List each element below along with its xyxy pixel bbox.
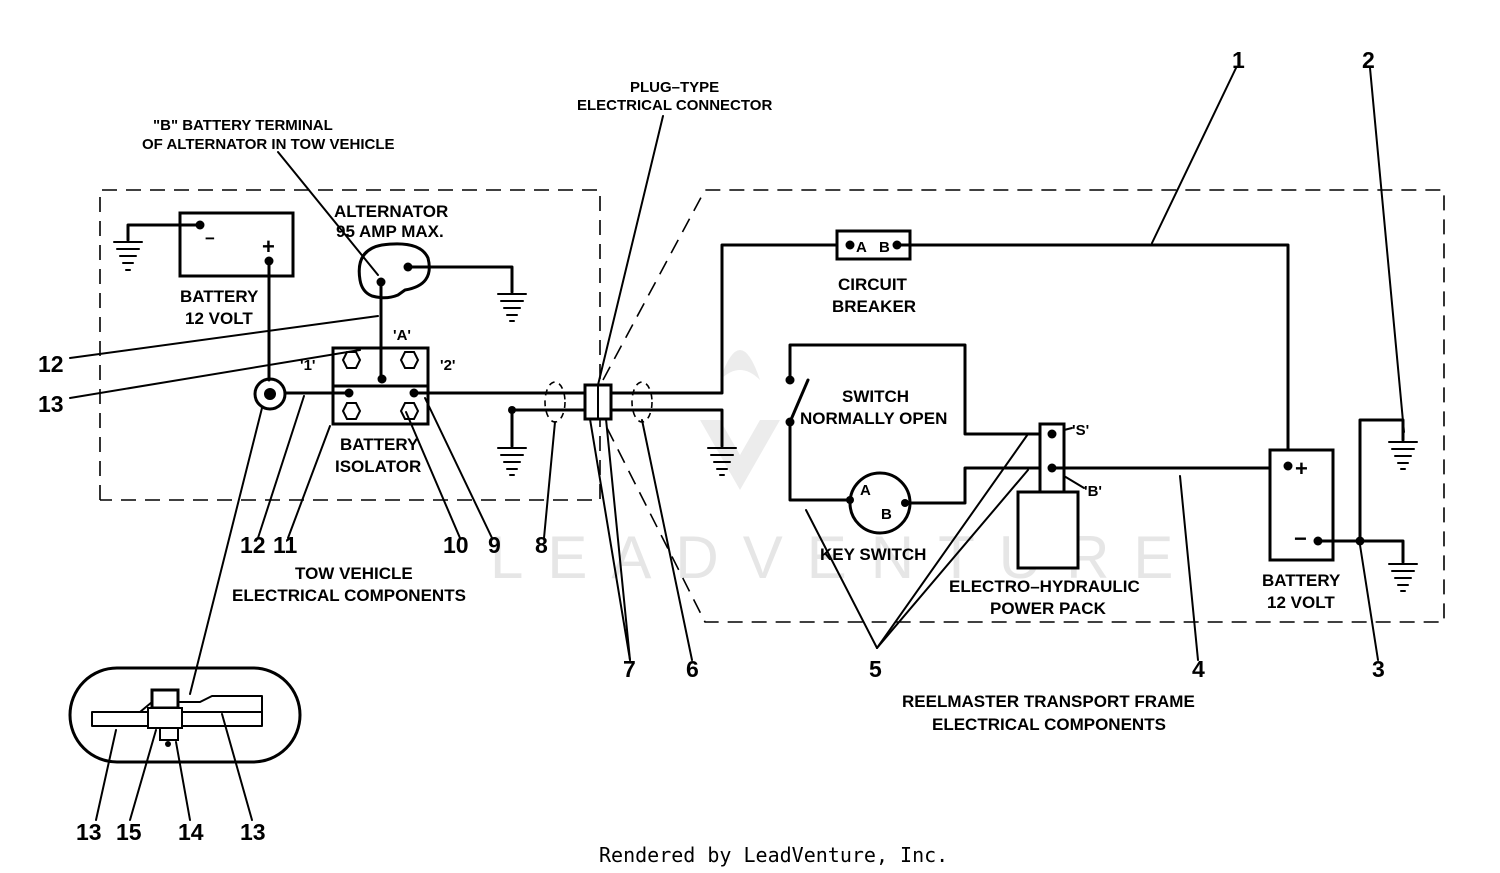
isolator-terminal-2: '2' [440,357,455,374]
callout-8: 8 [535,532,548,558]
battery-left-label-1: BATTERY [180,287,259,306]
switch-normally-open: SWITCH NORMALLY OPEN [785,343,1050,502]
ground-icon [1388,563,1418,592]
battery-right-label-2: 12 VOLT [1267,593,1335,612]
battery-left-minus: − [205,229,215,248]
key-switch-terminal-a: A [860,482,871,499]
switch-label-2: NORMALLY OPEN [800,409,947,428]
electro-hydraulic-power-pack: 'S' 'B' ELECTRO–HYDRAULIC POWER PACK [949,422,1140,618]
callout-13-left: 13 [38,391,64,417]
key-switch-terminal-b: B [881,506,892,523]
callout-15: 15 [116,819,142,845]
callout-13-inset-right: 13 [240,819,266,845]
isolator-terminal-a: 'A' [393,327,411,344]
battery-right-label-1: BATTERY [1262,571,1341,590]
callout-numbers: 1 2 3 4 5 6 7 8 9 10 11 12 12 13 13 15 1… [38,47,1385,845]
callout-13-inset-left: 13 [76,819,102,845]
power-pack-terminal-s: 'S' [1072,422,1089,439]
tow-label-2: ELECTRICAL COMPONENTS [232,586,466,605]
circuit-breaker-label-2: BREAKER [832,297,916,316]
callout-7: 7 [623,656,636,682]
callout-6: 6 [686,656,699,682]
key-switch-label: KEY SWITCH [820,545,926,564]
callout-5: 5 [869,656,882,682]
callout-11: 11 [273,532,298,558]
ground-icon [707,447,737,476]
circuit-breaker-label-1: CIRCUIT [838,275,908,294]
isolator-label-2: ISOLATOR [335,457,421,476]
battery-right-minus: − [1294,526,1307,551]
callout-9: 9 [488,532,501,558]
callout-3: 3 [1372,656,1385,682]
power-pack-label-1: ELECTRO–HYDRAULIC [949,577,1140,596]
callout-12-left: 12 [38,351,64,377]
transport-frame-boundary [602,189,1445,623]
ground-icon [113,241,143,271]
alternator-label-1: ALTERNATOR [334,202,448,221]
alternator-label-2: 95 AMP MAX. [336,222,444,241]
callout-2: 2 [1362,47,1375,73]
power-pack-terminal-b: 'B' [1084,483,1102,500]
switch-label-1: SWITCH [842,387,909,406]
callout-4: 4 [1192,656,1205,682]
reel-label-2: ELECTRICAL COMPONENTS [932,715,1166,734]
isolator-label-1: BATTERY [340,435,419,454]
credit-line: Rendered by LeadVenture, Inc. [599,843,948,867]
plug-type-connector [544,381,653,423]
key-switch: A B KEY SWITCH [820,471,926,564]
callout-1: 1 [1232,47,1245,73]
battery-right-plus: + [1295,456,1308,481]
ground-icon [1388,441,1418,470]
callout-leaders [69,67,1405,821]
battery-right: + − BATTERY 12 VOLT [1262,448,1341,612]
battery-left-label-2: 12 VOLT [185,309,253,328]
b-terminal-label-2: OF ALTERNATOR IN TOW VEHICLE [142,136,395,153]
stud-terminal [253,377,287,411]
battery-left-plus: + [262,234,275,259]
ground-icon [497,293,527,322]
tow-vehicle-boundary [99,189,601,501]
alternator: ALTERNATOR 95 AMP MAX. [334,202,448,300]
reel-label-1: REELMASTER TRANSPORT FRAME [902,692,1195,711]
circuit-breaker-terminal-a: A [856,239,867,256]
plug-label-2: ELECTRICAL CONNECTOR [577,97,772,114]
ground-icon [497,447,527,476]
callout-12-bottom: 12 [240,532,266,558]
callout-10: 10 [443,532,469,558]
stud-detail-inset [68,666,302,764]
circuit-breaker-terminal-b: B [879,239,890,256]
battery-isolator: 'A' '1' '2' BATTERY ISOLATOR [300,327,455,476]
callout-14: 14 [178,819,204,845]
watermark-logo-icon [700,350,780,490]
b-terminal-label-1: "B" BATTERY TERMINAL [153,117,333,134]
tow-label-1: TOW VEHICLE [295,564,413,583]
plug-label-1: PLUG–TYPE [630,79,719,96]
isolator-terminal-1: '1' [300,357,315,374]
power-pack-label-2: POWER PACK [990,599,1107,618]
battery-left: − + BATTERY 12 VOLT [178,211,295,328]
